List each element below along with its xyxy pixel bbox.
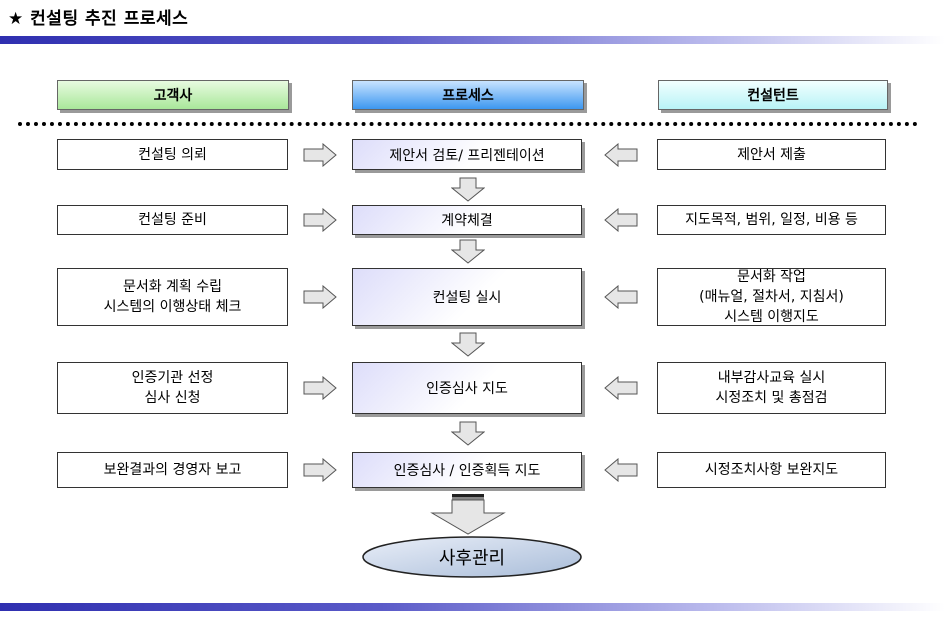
- process-step-3: 컨설팅 실시: [352, 268, 582, 326]
- client-step-2: 컨설팅 준비: [57, 205, 288, 235]
- top-gradient-line: [0, 36, 945, 44]
- large-down-arrow-icon: [430, 494, 506, 535]
- right-arrow-icon: [303, 376, 337, 400]
- down-arrow-icon: [451, 239, 485, 264]
- client-step-3: 문서화 계획 수립 시스템의 이행상태 체크: [57, 268, 288, 326]
- final-ellipse-shape: [362, 536, 582, 578]
- process-step-5: 인증심사 / 인증획득 지도: [352, 452, 582, 488]
- down-arrow-icon: [451, 332, 485, 357]
- down-arrow-icon: [451, 421, 485, 446]
- consultant-step-1: 제안서 제출: [657, 139, 886, 170]
- right-arrow-icon: [303, 458, 337, 482]
- right-arrow-icon: [303, 143, 337, 167]
- consultant-step-2: 지도목적, 범위, 일정, 비용 등: [657, 205, 886, 235]
- process-step-1: 제안서 검토/ 프리젠테이션: [352, 139, 582, 170]
- header-consultant: 컨설턴트: [658, 80, 888, 110]
- consultant-step-5: 시정조치사항 보완지도: [657, 452, 886, 488]
- left-arrow-icon: [604, 208, 638, 232]
- final-step-label: 사후관리: [438, 548, 506, 569]
- right-arrow-icon: [303, 208, 337, 232]
- dotted-divider: [18, 122, 918, 126]
- process-step-2: 계약체결: [352, 205, 582, 235]
- consultant-step-4: 내부감사교육 실시 시정조치 및 총점검: [657, 362, 886, 414]
- process-step-4: 인증심사 지도: [352, 362, 582, 414]
- left-arrow-icon: [604, 285, 638, 309]
- left-arrow-icon: [604, 376, 638, 400]
- header-client: 고객사: [57, 80, 289, 110]
- client-step-5: 보완결과의 경영자 보고: [57, 452, 288, 488]
- bottom-gradient-line: [0, 603, 945, 611]
- client-step-4: 인증기관 선정 심사 신청: [57, 362, 288, 414]
- client-step-1: 컨설팅 의뢰: [57, 139, 288, 170]
- page-title: ★ 컨설팅 추진 프로세스: [8, 9, 189, 29]
- left-arrow-icon: [604, 143, 638, 167]
- down-arrow-icon: [451, 177, 485, 202]
- left-arrow-icon: [604, 458, 638, 482]
- right-arrow-icon: [303, 285, 337, 309]
- consultant-step-3: 문서화 작업 (매뉴얼, 절차서, 지침서) 시스템 이행지도: [657, 268, 886, 326]
- header-process: 프로세스: [352, 80, 584, 110]
